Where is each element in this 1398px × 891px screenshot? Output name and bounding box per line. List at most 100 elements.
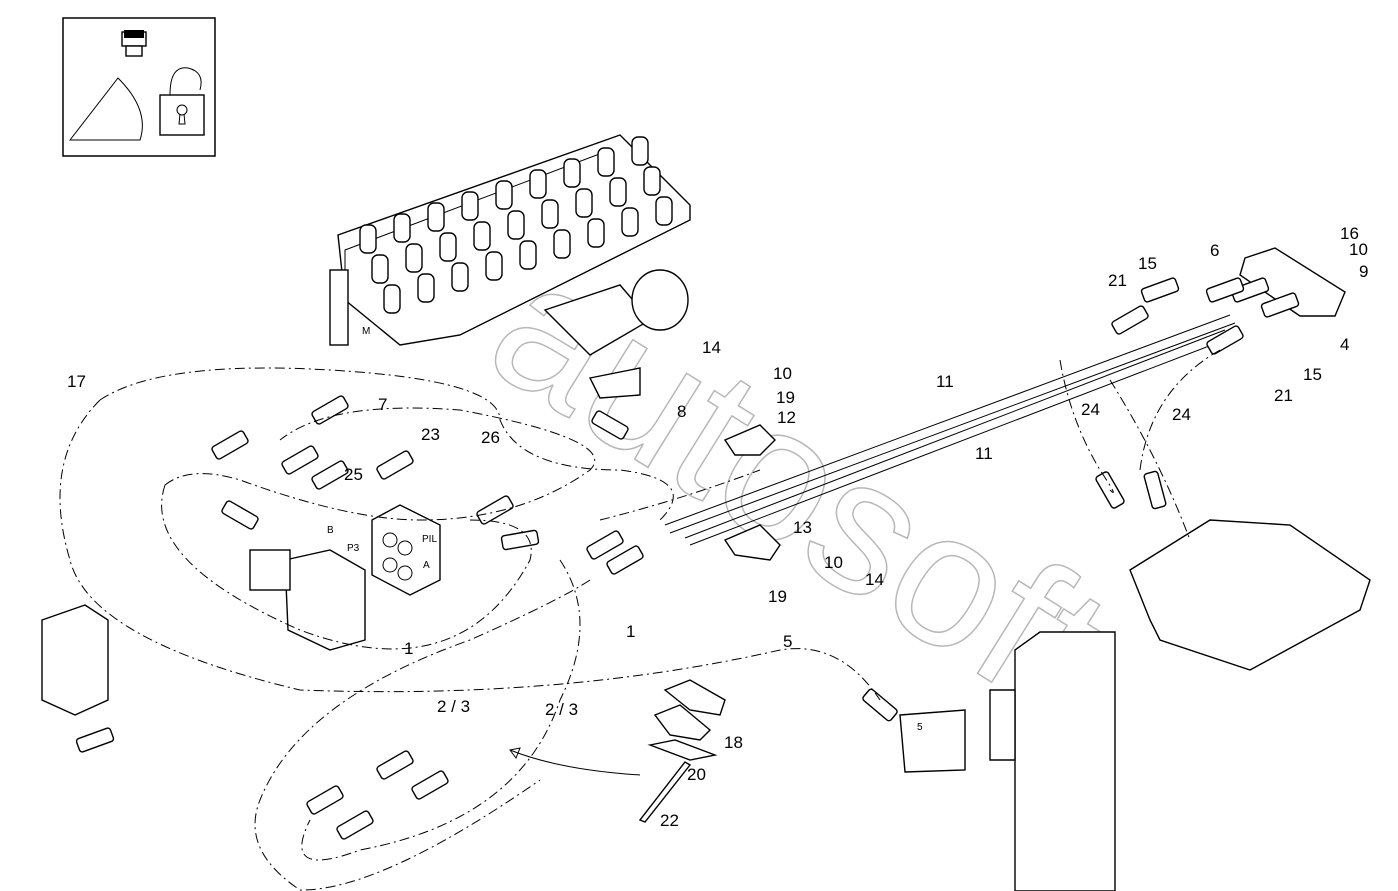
fitting <box>221 500 259 530</box>
fitting <box>1230 277 1270 303</box>
switch-icon <box>121 30 147 57</box>
fitting <box>591 410 629 440</box>
port-tag <box>588 367 966 773</box>
spool-cap <box>359 224 377 254</box>
callout-c17: 17 <box>67 372 86 391</box>
port-label-5: 5 <box>917 722 923 733</box>
fitting <box>1206 325 1244 355</box>
callout-c20: 20 <box>687 765 706 784</box>
spool-cap <box>417 273 435 303</box>
rigid-pipes <box>664 314 1236 546</box>
spool-cap <box>393 213 411 243</box>
callout-c15b: 15 <box>1303 365 1322 384</box>
callout-c16: 16 <box>1340 224 1359 243</box>
fitting <box>500 529 540 551</box>
bucket-icon <box>68 77 143 141</box>
callout-c11b: 11 <box>975 444 993 463</box>
fitting <box>1111 305 1149 335</box>
callout-c24a: 24 <box>1081 400 1100 419</box>
spool-cap <box>427 202 445 232</box>
callout-c23a: 2 / 3 <box>437 697 470 716</box>
fitting <box>862 688 898 722</box>
callout-c15a: 15 <box>1138 254 1157 273</box>
spool-cap <box>587 218 605 248</box>
callout-c21b: 21 <box>1274 386 1293 405</box>
callout-c8: 8 <box>677 402 686 421</box>
callout-c22: 22 <box>660 811 679 830</box>
callout-c10a: 10 <box>773 364 792 383</box>
callout-c13: 13 <box>793 518 812 537</box>
hose-lines <box>59 349 1221 891</box>
fitting <box>376 750 414 780</box>
spool-cap <box>563 158 581 188</box>
callout-c5: 5 <box>783 632 792 651</box>
spool-cap <box>507 210 525 240</box>
hose-fittings <box>75 277 1300 840</box>
callout-c6: 6 <box>1210 241 1219 260</box>
fitting <box>476 495 514 525</box>
quick-coupler <box>1129 519 1371 671</box>
spool-cap <box>451 262 469 292</box>
callout-c1b: 1 <box>626 622 635 641</box>
port-label-a: A <box>423 560 430 571</box>
spool-cap <box>609 177 627 207</box>
callout-c7: 7 <box>378 395 387 414</box>
fitting <box>1140 277 1180 303</box>
callout-c12: 12 <box>777 408 796 427</box>
spool-cap <box>485 251 503 281</box>
clamp <box>723 424 776 456</box>
callout-c9: 9 <box>1359 262 1368 281</box>
spool-cap <box>519 240 537 270</box>
spool-cap <box>575 188 593 218</box>
control-valve-block <box>329 134 691 346</box>
callout-c14b: 14 <box>865 570 884 589</box>
port-label-pil: PIL <box>422 534 437 545</box>
fitting <box>411 770 449 800</box>
pilot-valve <box>543 269 689 356</box>
callout-c19b: 19 <box>768 587 787 606</box>
callout-c18: 18 <box>724 733 743 752</box>
cover-plate <box>647 739 718 761</box>
fitting <box>306 785 344 815</box>
spool-cap <box>529 169 547 199</box>
spool-cap <box>621 207 639 237</box>
callout-c10b: 10 <box>824 553 843 572</box>
manifold-block <box>1239 247 1346 317</box>
callout-c25: 25 <box>344 465 363 484</box>
clamp-lower <box>723 524 781 561</box>
spool-cap <box>553 229 571 259</box>
callout-c24b: 24 <box>1172 405 1191 424</box>
clamp-halves <box>653 679 726 741</box>
inset-box <box>62 17 216 157</box>
spool-cap <box>541 199 559 229</box>
fitting <box>336 810 374 840</box>
plate <box>371 504 441 596</box>
spool-cap <box>655 196 673 226</box>
aux-valve-block <box>41 604 109 716</box>
fitting <box>75 727 115 753</box>
unlock-icon <box>159 67 205 136</box>
callout-c21a: 21 <box>1108 271 1127 290</box>
callout-c10c: 10 <box>1349 240 1368 259</box>
callout-c23: 23 <box>421 425 440 444</box>
port-label-m: M <box>362 326 370 337</box>
spool-cap <box>461 191 479 221</box>
callout-c26: 26 <box>481 428 500 447</box>
spool-cap <box>473 221 491 251</box>
callout-c4: 4 <box>1340 335 1349 354</box>
spool-cap <box>597 147 615 177</box>
spool-cap <box>405 243 423 273</box>
spool-cap <box>631 136 649 166</box>
port-label-b: B <box>327 525 334 536</box>
fitting <box>586 530 624 560</box>
spool-cap <box>495 180 513 210</box>
callout-c23b: 2 / 3 <box>545 700 578 719</box>
spool-cap <box>643 166 661 196</box>
spool-cap <box>371 254 389 284</box>
fitting <box>1260 292 1300 318</box>
bolt <box>638 761 692 823</box>
callout-c11a: 11 <box>936 372 954 391</box>
fitting <box>1143 470 1167 510</box>
dipper-arm <box>1014 631 1116 891</box>
